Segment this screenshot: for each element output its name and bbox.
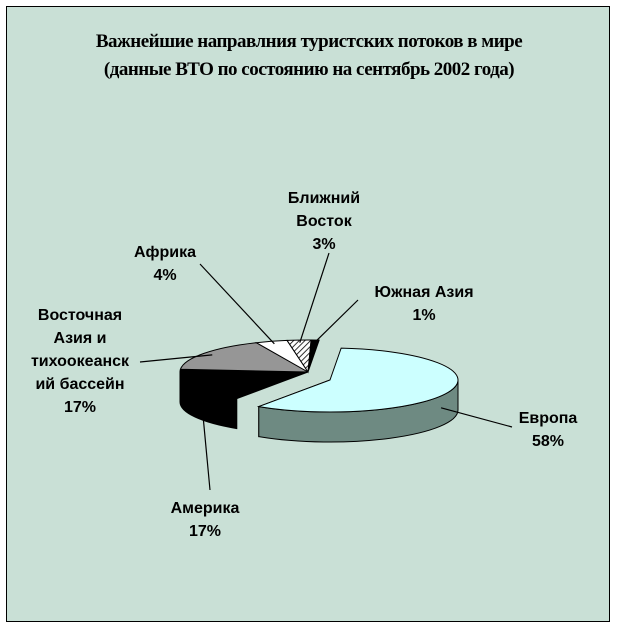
leader-line-2 [139, 354, 213, 363]
chart-title: Важнейшие направлния туристских потоков … [95, 31, 523, 52]
pie-slice-2 [179, 342, 309, 373]
leader-line-0 [440, 407, 513, 428]
pie-slice-0 [256, 347, 459, 413]
pie-slice-1 [179, 368, 309, 400]
leader-line-5 [314, 299, 359, 344]
chart-frame: Важнейшие направлния туристских потоков … [6, 6, 610, 622]
leader-line-3 [199, 263, 275, 345]
leader-line-4 [299, 252, 330, 343]
pie-slice-5 [307, 339, 320, 373]
chart-subtitle: (данные ВТО по состоянию на сентябрь 200… [103, 59, 515, 80]
leader-line-1 [201, 402, 211, 491]
